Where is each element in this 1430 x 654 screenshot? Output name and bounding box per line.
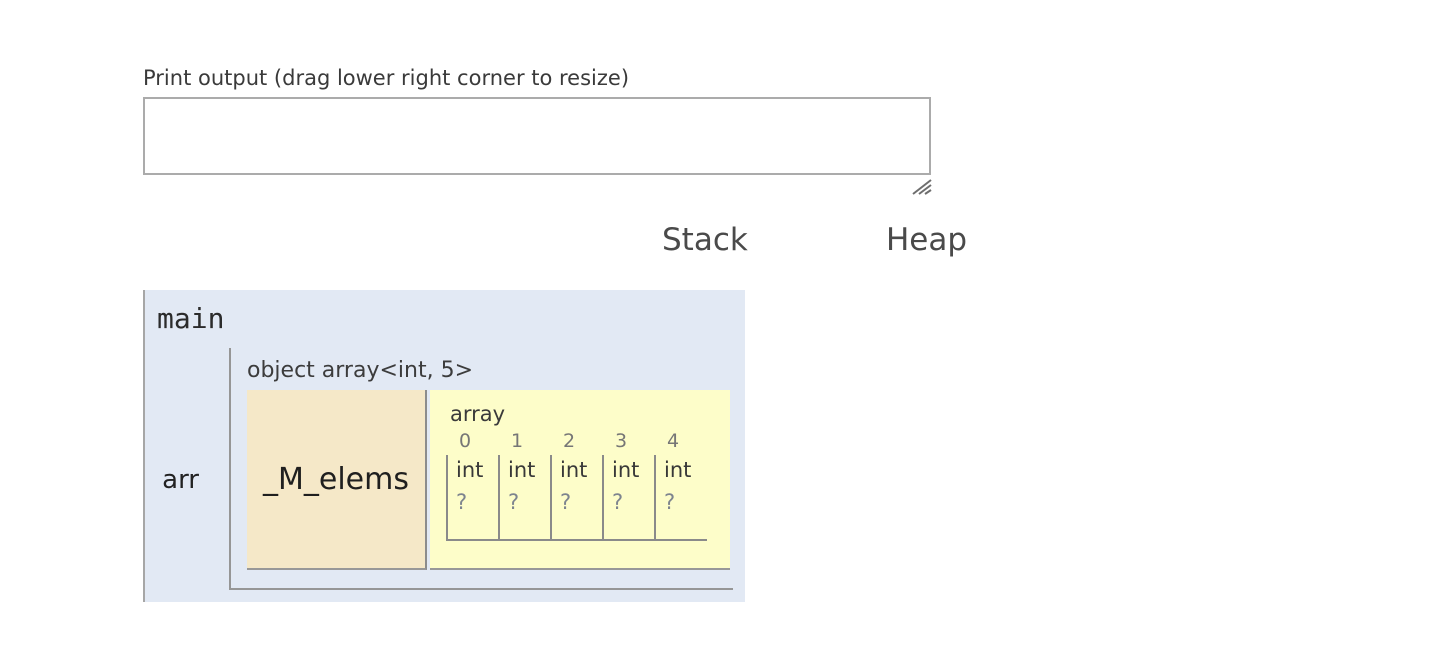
variable-value-cell: object array<int, 5> _M_elems array 0 1 …: [229, 348, 733, 590]
element-type: int: [508, 458, 536, 482]
array-element: int ?: [550, 455, 602, 539]
member-name-cell: _M_elems: [247, 390, 427, 570]
array-index: 3: [615, 430, 628, 452]
heap-column-header: Heap: [886, 222, 968, 258]
array-element: int ?: [602, 455, 654, 539]
element-value: ?: [612, 490, 624, 514]
element-value: ?: [456, 490, 468, 514]
frame-name: main: [157, 302, 225, 335]
element-type: int: [560, 458, 588, 482]
print-output-label: Print output (drag lower right corner to…: [143, 66, 630, 90]
element-type: int: [664, 458, 692, 482]
element-type: int: [456, 458, 484, 482]
array-element: int ?: [654, 455, 706, 539]
array-index: 1: [511, 430, 524, 452]
object-array-box: _M_elems array 0 1 2 3 4 i: [247, 390, 733, 570]
array-grid: 0 1 2 3 4 int ? int: [446, 430, 730, 541]
array-index: 0: [459, 430, 472, 452]
element-value: ?: [664, 490, 676, 514]
array-element: int ?: [446, 455, 498, 539]
array-element: int ?: [498, 455, 550, 539]
stack-column-header: Stack: [662, 222, 748, 258]
object-type-label: object array<int, 5>: [247, 358, 474, 383]
element-type: int: [612, 458, 640, 482]
array-type-label: array: [450, 402, 506, 426]
element-value: ?: [508, 490, 520, 514]
resize-grip-icon[interactable]: [911, 178, 933, 195]
array-index: 4: [667, 430, 680, 452]
array-index-row: 0 1 2 3 4: [446, 430, 730, 455]
print-output-textarea[interactable]: [143, 97, 931, 175]
variable-name-arr: arr: [162, 465, 199, 495]
member-value-array: array 0 1 2 3 4 int ?: [430, 390, 730, 570]
element-value: ?: [560, 490, 572, 514]
array-cells-row: int ? int ? int ?: [446, 455, 707, 541]
array-index: 2: [563, 430, 576, 452]
stack-frame-main: main arr object array<int, 5> _M_elems a…: [143, 290, 745, 602]
